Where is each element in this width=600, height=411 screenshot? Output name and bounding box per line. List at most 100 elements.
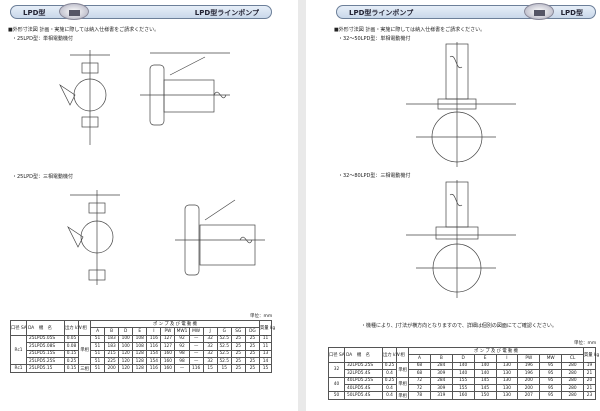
drawing-single-phase <box>406 42 516 167</box>
cell-mass: 11 <box>259 342 272 351</box>
page-header: LPD型 LPD型ラインポンプ <box>10 3 272 20</box>
cell-j: 15 <box>202 364 218 373</box>
cell-output: 0.25 <box>382 376 397 385</box>
cell-b: 183 <box>104 342 120 351</box>
cell-sg: 25 <box>230 364 246 373</box>
cell-d: 120 <box>118 364 134 373</box>
header-col: D <box>118 327 134 336</box>
section-heading: ■外形寸法図 計画・実施に際しては納入仕様書をご請求ください。 <box>334 26 485 33</box>
cell-sg: 25 <box>230 334 246 344</box>
cell-mw1: 98 <box>174 349 190 358</box>
cell-pw: 160 <box>160 364 176 373</box>
cell-mw: 95 <box>539 376 563 385</box>
cell-d: 100 <box>118 334 134 344</box>
cell-mw: 95 <box>539 383 563 393</box>
cell-a: 51 <box>89 334 106 344</box>
cell-i: 130 <box>495 361 519 371</box>
cell-bore: 32 <box>328 361 345 378</box>
header-col: MW <box>539 354 563 363</box>
cell-dg: 25 <box>244 364 261 373</box>
cell-mw1: 92 <box>174 334 190 344</box>
cell-model: 50LPD5.4S <box>344 391 383 400</box>
cell-i: 154 <box>146 349 162 358</box>
left-page: LPD型 LPD型ラインポンプ ■外形寸法図 計画・実施に際しては納入仕様書をご… <box>0 0 298 411</box>
cell-g: 52.5 <box>216 349 232 358</box>
pump-logo-icon <box>524 3 554 20</box>
cell-d: 155 <box>451 383 475 393</box>
unit-label: 単位：mm <box>250 314 273 319</box>
cell-model: 32LPD5.4S <box>344 369 383 378</box>
cell-b: 309 <box>429 369 453 378</box>
cell-output: 0.15 <box>64 364 79 373</box>
cell-g: 52.5 <box>216 334 232 344</box>
cell-b: 284 <box>429 361 453 371</box>
cell-cl: 280 <box>561 383 584 393</box>
drawing-three-phase <box>67 190 265 285</box>
pump-logo-icon <box>59 3 89 20</box>
section-title: ■外形寸法図 <box>8 27 38 33</box>
cell-j: 32 <box>202 342 218 351</box>
cell-d: 120 <box>118 356 134 366</box>
cell-mw: 116 <box>188 364 204 373</box>
cell-pw: 160 <box>160 349 176 358</box>
cell-mass: 21 <box>583 369 596 378</box>
drawing-single-phase <box>59 50 230 145</box>
cell-b: 309 <box>429 383 453 393</box>
cell-i: 116 <box>146 364 162 373</box>
cell-g: 52.5 <box>216 342 232 351</box>
cell-a: 68 <box>408 361 431 371</box>
cell-d: 140 <box>451 361 475 371</box>
header-left: LPD型 <box>23 9 46 17</box>
section-title: ■外形寸法図 <box>334 27 364 33</box>
cell-mass: 15 <box>259 364 272 373</box>
section-note: 計画・実施に際しては納入仕様書をご請求ください。 <box>39 27 160 33</box>
header-mass: 質量 kg <box>583 347 599 363</box>
cell-dg: 25 <box>244 342 261 351</box>
cell-phase: 単相 <box>396 376 409 393</box>
cell-d: 140 <box>451 369 475 378</box>
cell-cl: 280 <box>561 376 584 385</box>
cell-mw: — <box>188 342 204 351</box>
cell-output: 0.4 <box>382 383 397 393</box>
header-col: SG <box>230 327 246 336</box>
cell-model: 25LPD5.05S <box>26 334 65 344</box>
header-bore: 口径 SA DA <box>328 347 352 363</box>
cell-i: 130 <box>495 391 519 400</box>
cell-output: 0.4 <box>382 391 397 400</box>
cell-i: 116 <box>146 342 162 351</box>
cell-d: 120 <box>118 349 134 358</box>
header-col: E <box>132 327 148 336</box>
cell-b: 225 <box>104 356 120 366</box>
cell-b: 319 <box>429 391 453 400</box>
note: ・機種により、J寸法が横方向となりますので、詳細は個別の図面にてご確認ください。 <box>361 323 557 329</box>
cell-cl: 280 <box>561 369 584 378</box>
cell-output: 0.25 <box>64 356 79 366</box>
cell-model: 40LPD5.4S <box>344 383 383 393</box>
cell-a: 68 <box>408 369 431 378</box>
cell-bore: 50 <box>328 391 345 400</box>
cell-mw: 95 <box>539 361 563 371</box>
cell-pw: 127 <box>160 342 176 351</box>
cell-mw1: 98 <box>174 356 190 366</box>
cell-a: 72 <box>408 376 431 385</box>
header-output: 出力 kW <box>64 320 82 336</box>
cell-mass: 23 <box>583 391 596 400</box>
cell-sg: 25 <box>230 342 246 351</box>
cell-cl: 280 <box>561 391 584 400</box>
cell-mass: 20 <box>583 376 596 385</box>
cell-e: 108 <box>132 342 148 351</box>
cell-e: 140 <box>473 361 497 371</box>
header-col: B <box>429 354 453 363</box>
